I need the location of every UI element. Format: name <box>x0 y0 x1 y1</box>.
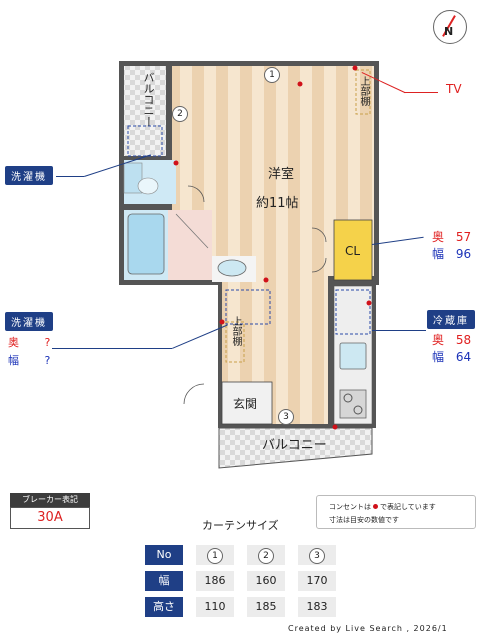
balcony-bottom-label: バルコニー <box>262 438 327 453</box>
curtain-table-title: カーテンサイズ <box>202 519 279 532</box>
curtain-height-1: 110 <box>196 597 234 617</box>
bathtub <box>127 213 165 275</box>
breaker-label: ブレーカー表記 <box>10 493 90 507</box>
floor-plan <box>119 61 379 469</box>
breaker-value: 30A <box>10 507 90 529</box>
entrance-floor <box>221 381 273 425</box>
north-label: N <box>444 25 454 38</box>
closet-depth-value: 57 <box>455 230 472 244</box>
closet-width-label: 幅 <box>432 247 445 261</box>
wash-basin <box>217 259 247 277</box>
washer-tag-left: 洗濯機 <box>5 312 53 331</box>
western-room-name: 洋室 <box>268 167 295 182</box>
footer-credit: Created by Live Search , 2026/1 <box>288 624 448 633</box>
fridge-depth-value: 58 <box>455 333 472 347</box>
curtain-header-label: No <box>145 545 183 565</box>
note-outlet-b: で表記しています <box>380 503 436 511</box>
curtain-header-col-2: 2 <box>247 545 285 565</box>
curtain-height-2: 185 <box>247 597 285 617</box>
curtain-width-2: 160 <box>247 571 285 591</box>
curtain-header-col-1: 1 <box>196 545 234 565</box>
washer-width-value: ? <box>44 354 51 367</box>
washer-depth-value: ? <box>44 336 51 349</box>
window-mark-2: 2 <box>172 106 188 122</box>
closet-depth-label: 奥 <box>432 230 445 244</box>
curtain-width-1: 186 <box>196 571 234 591</box>
closet-width-value: 96 <box>455 247 472 261</box>
western-room-size: 約11帖 <box>256 196 299 211</box>
tv-callout: TV <box>446 82 462 96</box>
closet <box>333 219 373 281</box>
curtain-row-width-label: 幅 <box>145 571 183 591</box>
balcony-top <box>124 66 166 156</box>
washer-tag-top: 洗濯機 <box>5 166 53 185</box>
fridge-depth-label: 奥 <box>432 333 445 347</box>
note-dimension: 寸法は目安の数値です <box>329 516 399 524</box>
notes-box: コンセントは で表記しています 寸法は目安の数値です <box>316 495 476 529</box>
curtain-height-3: 183 <box>298 597 336 617</box>
upper-shelf-top-label: 上部棚 <box>358 76 369 106</box>
curtain-width-3: 170 <box>298 571 336 591</box>
balcony-bottom <box>218 427 373 469</box>
balcony-top-label: バルコニー <box>142 72 155 127</box>
curtain-row-height-label: 高さ <box>145 597 183 617</box>
entrance-label: 玄関 <box>233 397 258 411</box>
stove <box>339 389 367 419</box>
curtain-header-col-3: 3 <box>298 545 336 565</box>
washer-width-label: 幅 <box>8 354 19 367</box>
upper-shelf-mid-label: 上部棚 <box>230 316 241 346</box>
fridge-width-label: 幅 <box>432 350 445 364</box>
fridge-width-value: 64 <box>455 350 472 364</box>
note-outlet-a: コンセントは <box>329 503 371 511</box>
window-mark-1: 1 <box>264 67 280 83</box>
toilet-bowl <box>137 177 159 195</box>
sink <box>339 342 367 370</box>
closet-label: CL <box>345 244 361 258</box>
window-mark-3: 3 <box>278 409 294 425</box>
compass: N <box>433 10 467 44</box>
fridge-tag: 冷蔵庫 <box>427 310 475 329</box>
washer-depth-label: 奥 <box>8 336 19 349</box>
outlet-dot-icon <box>373 504 378 509</box>
